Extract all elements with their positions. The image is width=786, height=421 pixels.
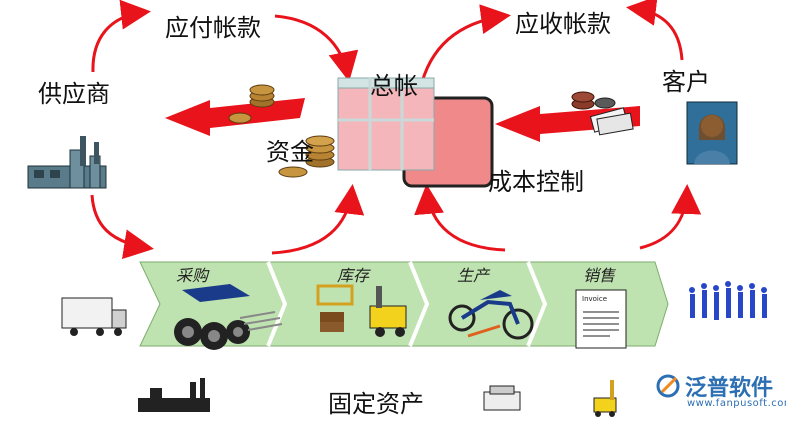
supplier-label: 供应商: [38, 80, 110, 108]
coin-stack-icon: [228, 84, 275, 124]
arrow-band-to-funds: [271, 184, 365, 255]
money-stack-icon: [571, 91, 634, 136]
stage-purchase-label: 采购: [176, 266, 209, 285]
forklift-small-icon: [593, 380, 617, 417]
arrow-band-to-cost: [414, 184, 506, 252]
stage-inventory-label: 库存: [337, 266, 370, 285]
arrow-band-to-customer: [639, 184, 702, 250]
receivable-label: 应收帐款: [515, 10, 611, 38]
inventory-forklift-icon: [316, 284, 407, 337]
invoice-document-icon: Invoice: [575, 289, 627, 349]
ledger-label: 总帐: [370, 72, 418, 100]
funds-coins-icon: [278, 135, 335, 178]
invoice-title: Invoice: [582, 295, 607, 303]
arrow-supplier-to-band: [90, 194, 154, 260]
ledger-grid-icon: [337, 77, 435, 171]
arrow-supplier-to-payable: [91, 0, 151, 73]
brand-watermark: 泛普软件 www.fanpusoft.com: [657, 370, 786, 416]
cost-control-label: 成本控制: [488, 168, 584, 196]
stage-sales-label: 销售: [583, 266, 616, 285]
arrow-customer-to-receivable: [626, 0, 684, 61]
production-motorcycle-icon: [448, 290, 534, 340]
flow-arrows: [90, 0, 702, 260]
brand-url: www.fanpusoft.com: [687, 398, 786, 409]
brand-name: 泛普软件: [685, 376, 774, 401]
truck-icon: [61, 297, 127, 336]
customer-crowd-icon: [689, 281, 767, 320]
printer-machine-icon: [483, 385, 521, 411]
brand-logo-icon: [656, 374, 680, 398]
stage-production-label: 生产: [457, 266, 490, 285]
funds-label: 资金: [266, 138, 314, 166]
plant-building-icon: [138, 378, 210, 412]
payable-label: 应付帐款: [165, 14, 261, 42]
customer-label: 客户: [662, 68, 710, 96]
purchase-parts-icon: [174, 284, 283, 350]
fixed-assets-label: 固定资产: [328, 390, 424, 418]
customer-portrait-icon: [686, 101, 738, 165]
arrow-payable-to-ledger: [274, 14, 359, 82]
factory-icon: [27, 136, 107, 189]
arrow-ledger-to-receivable: [418, 4, 511, 91]
